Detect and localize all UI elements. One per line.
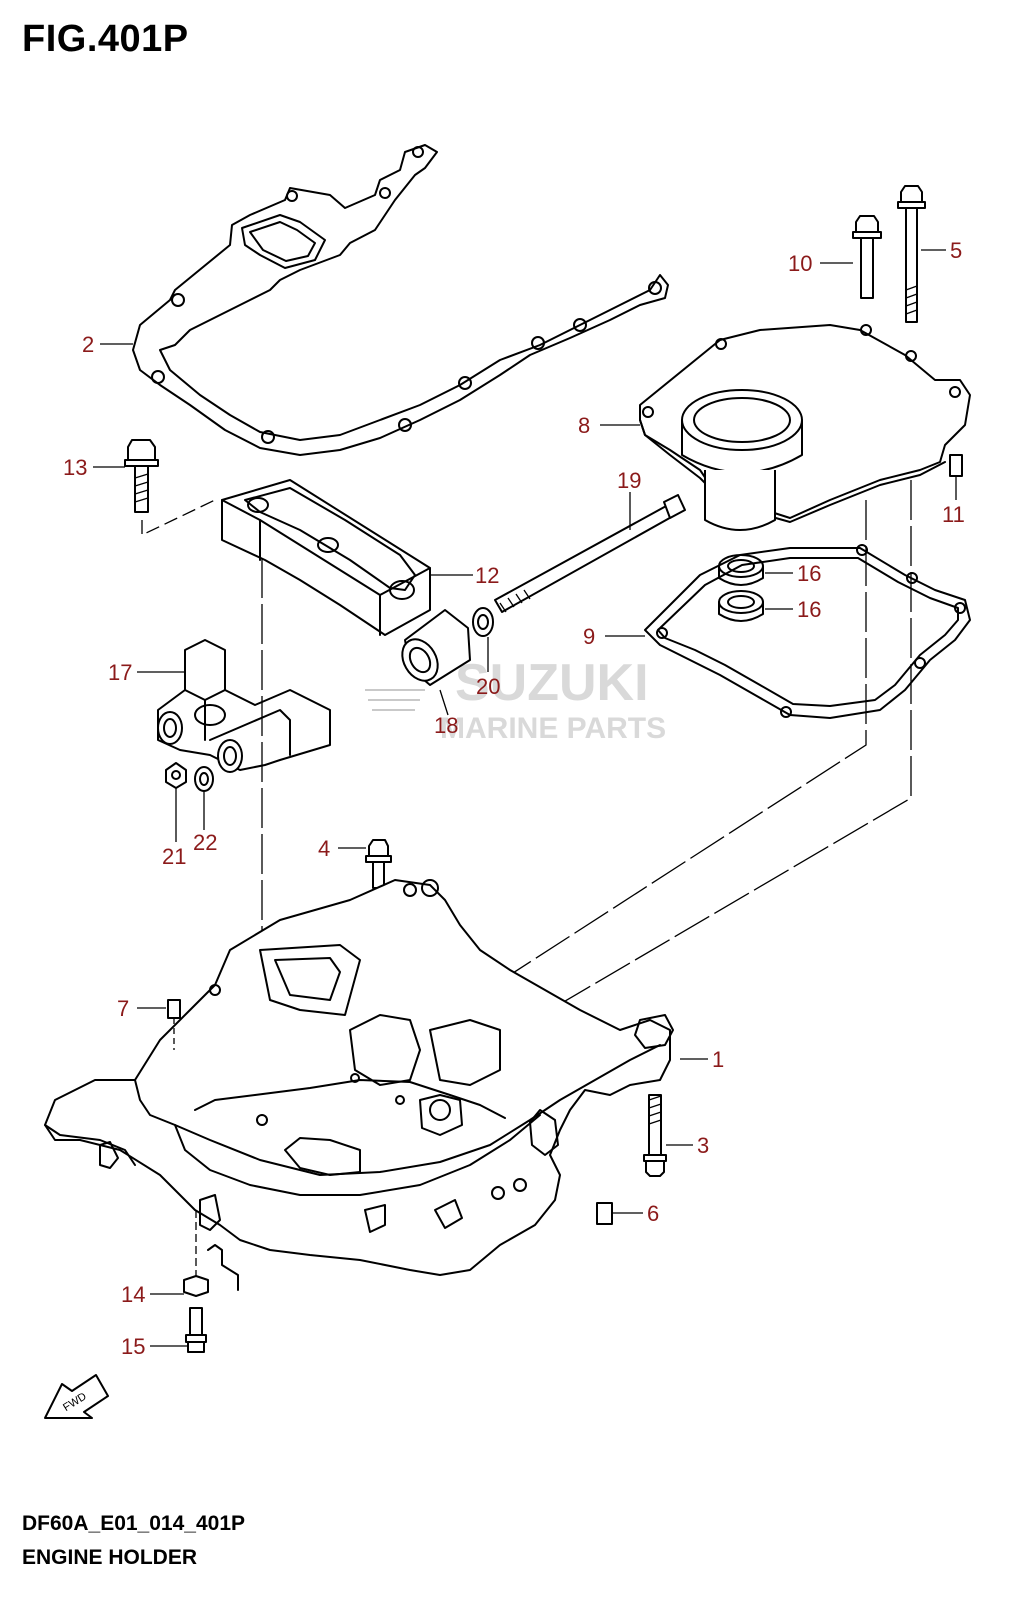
callout-15: 15 <box>121 1334 145 1359</box>
figure-name: ENGINE HOLDER <box>22 1546 198 1569</box>
fwd-arrow-badge: FWD <box>44 1374 109 1419</box>
callout-14: 14 <box>121 1282 145 1307</box>
part-bolt-5 <box>897 185 926 323</box>
part-washer-22 <box>194 766 214 792</box>
part-bolt-4 <box>365 839 392 889</box>
callout-17: 17 <box>108 660 132 685</box>
callout-5: 5 <box>950 238 962 263</box>
callout-6: 6 <box>647 1201 659 1226</box>
part-bracket-12 <box>221 479 431 636</box>
callout-13: 13 <box>63 455 87 480</box>
callout-2: 2 <box>82 332 94 357</box>
part-seal-16a <box>718 554 764 586</box>
part-washer-20 <box>472 607 494 637</box>
callout-16b: 16 <box>797 597 821 622</box>
callout-4: 4 <box>318 836 330 861</box>
part-bolt-19 <box>494 494 686 613</box>
part-pin-7 <box>167 999 181 1050</box>
figure-title: FIG.401P <box>22 18 189 60</box>
callout-20: 20 <box>476 674 500 699</box>
watermark-brand: SUZUKI <box>455 654 649 712</box>
part-fitting-14 <box>183 1210 239 1297</box>
watermark: SUZUKI MARINE PARTS <box>365 654 666 745</box>
callout-18: 18 <box>434 713 458 738</box>
callout-9: 9 <box>583 624 595 649</box>
part-bolt-10 <box>852 215 882 299</box>
part-bushing-18 <box>401 609 471 686</box>
part-seal-16b <box>718 590 764 622</box>
callout-8: 8 <box>578 413 590 438</box>
callout-16a: 16 <box>797 561 821 586</box>
part-bracket-17 <box>157 639 331 773</box>
callout-10: 10 <box>788 251 812 276</box>
part-bolt-13 <box>124 439 216 537</box>
watermark-subtitle: MARINE PARTS <box>440 712 666 745</box>
figure-code: DF60A_E01_014_401P <box>22 1512 246 1535</box>
callout-22: 22 <box>193 830 217 855</box>
part-pin-11 <box>949 454 963 477</box>
part-gasket-upper <box>132 144 669 456</box>
callout-12: 12 <box>475 563 499 588</box>
part-bolt-15 <box>185 1307 207 1353</box>
part-engine-holder-1 <box>44 879 674 1276</box>
part-cover-8 <box>639 324 971 531</box>
callout-19: 19 <box>617 468 641 493</box>
part-pin-6 <box>596 1202 613 1225</box>
callout-3: 3 <box>697 1133 709 1158</box>
part-nut-21 <box>165 762 187 789</box>
callout-1: 1 <box>712 1047 724 1072</box>
callout-11: 11 <box>942 502 965 527</box>
callout-21: 21 <box>162 844 186 869</box>
callout-7: 7 <box>117 996 129 1021</box>
part-bolt-3 <box>643 1094 667 1177</box>
callout-leaders <box>93 249 957 1347</box>
callout-labels: 2 1 3 4 5 6 7 8 9 10 11 12 13 14 15 16 1… <box>63 238 965 1359</box>
part-gasket-9 <box>644 544 971 719</box>
